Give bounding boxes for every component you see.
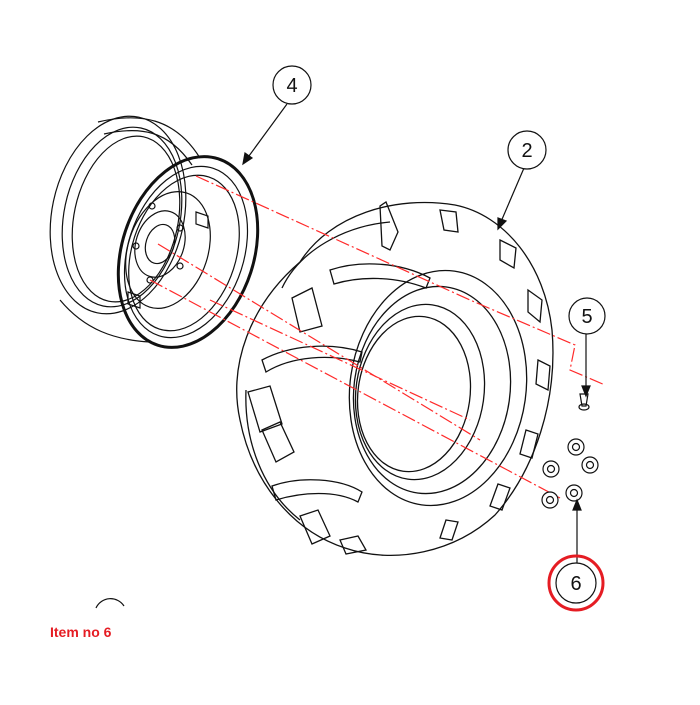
centerline bbox=[149, 279, 561, 499]
leader-5-arrow bbox=[581, 385, 591, 398]
item-caption: Item no 6 bbox=[50, 624, 112, 640]
tyre-front-bead bbox=[348, 269, 528, 507]
rim-disc bbox=[125, 191, 211, 309]
callout-2: 2 bbox=[507, 130, 547, 170]
leader-4 bbox=[245, 103, 288, 161]
callout-5-label: 5 bbox=[581, 306, 592, 328]
tyre-lug bbox=[339, 535, 368, 555]
rim-back-flange-inner-2 bbox=[71, 135, 181, 303]
valve-cap bbox=[578, 403, 590, 411]
centerline bbox=[195, 175, 606, 386]
wheel-nuts bbox=[541, 438, 599, 509]
wheel-nut bbox=[581, 456, 599, 474]
rim-back-flange bbox=[49, 115, 187, 315]
tyre-lug bbox=[329, 263, 431, 289]
tyre-lug bbox=[519, 429, 539, 459]
tyre-lug bbox=[299, 509, 331, 545]
rim-bolt-hole bbox=[176, 262, 184, 270]
leader-2 bbox=[499, 167, 525, 225]
tyre-outer-profile bbox=[236, 201, 554, 556]
wheel-nut bbox=[542, 460, 560, 478]
centerline bbox=[209, 299, 471, 421]
callout-6-highlight-ring bbox=[547, 554, 605, 612]
tyre-rear-edge-2 bbox=[245, 389, 301, 521]
wheel-nut bbox=[541, 491, 559, 509]
leader-4-arrow bbox=[242, 151, 254, 166]
rim-front-flange bbox=[116, 155, 260, 349]
tyre-lug bbox=[499, 238, 517, 270]
partial-callout-bubble bbox=[95, 598, 125, 609]
rim-clip bbox=[195, 211, 209, 229]
callout-2-label: 2 bbox=[521, 140, 532, 162]
assembly-centerlines bbox=[149, 175, 606, 499]
rim-bolt-hole bbox=[148, 202, 156, 210]
tyre-lug bbox=[439, 519, 459, 541]
tyre-assembly bbox=[236, 201, 554, 556]
callout-6: 6 bbox=[547, 554, 605, 612]
callout-5: 5 bbox=[568, 297, 606, 335]
tyre-lug bbox=[489, 483, 511, 511]
rim-barrel-top bbox=[97, 117, 201, 159]
rim-bolt-hole bbox=[176, 224, 184, 232]
rim-back-flange-inner bbox=[61, 126, 183, 308]
tyre-lug bbox=[535, 358, 551, 392]
leader-2-arrow bbox=[497, 217, 508, 231]
centerline bbox=[157, 243, 481, 441]
tyre-lug bbox=[261, 421, 295, 463]
tyre-lug bbox=[379, 201, 399, 251]
rim-clip bbox=[127, 291, 141, 309]
rim-hub-ring bbox=[134, 210, 186, 278]
leader-6-arrow bbox=[572, 498, 582, 511]
wheel-nut bbox=[565, 484, 583, 502]
rim-hub-bore bbox=[144, 223, 176, 265]
callout-4: 4 bbox=[272, 65, 312, 105]
rim-barrel-bottom bbox=[59, 299, 151, 343]
rim-bolt-hole bbox=[146, 276, 154, 284]
wheel-nut bbox=[567, 438, 585, 456]
tyre-lug bbox=[291, 287, 323, 333]
rim-front-flange-inner-2 bbox=[128, 174, 240, 332]
valve-stem bbox=[578, 393, 590, 411]
callout-4-label: 4 bbox=[286, 75, 297, 97]
tyre-inner-bore bbox=[354, 303, 486, 481]
tyre-lug bbox=[247, 385, 283, 433]
tyre-lug bbox=[439, 209, 459, 233]
callout-6-label: 6 bbox=[570, 573, 581, 595]
tyre-lug bbox=[261, 345, 363, 373]
tyre-front-bead-inner bbox=[352, 285, 512, 495]
tyre-inner-bore-2 bbox=[356, 315, 472, 473]
rim-bolt-hole bbox=[132, 242, 140, 250]
tyre-lug bbox=[271, 479, 363, 503]
tyre-rear-edge bbox=[281, 221, 391, 289]
rim-barrel-top-2 bbox=[103, 129, 193, 166]
tyre-lug bbox=[527, 288, 543, 324]
rim-assembly bbox=[49, 115, 260, 349]
